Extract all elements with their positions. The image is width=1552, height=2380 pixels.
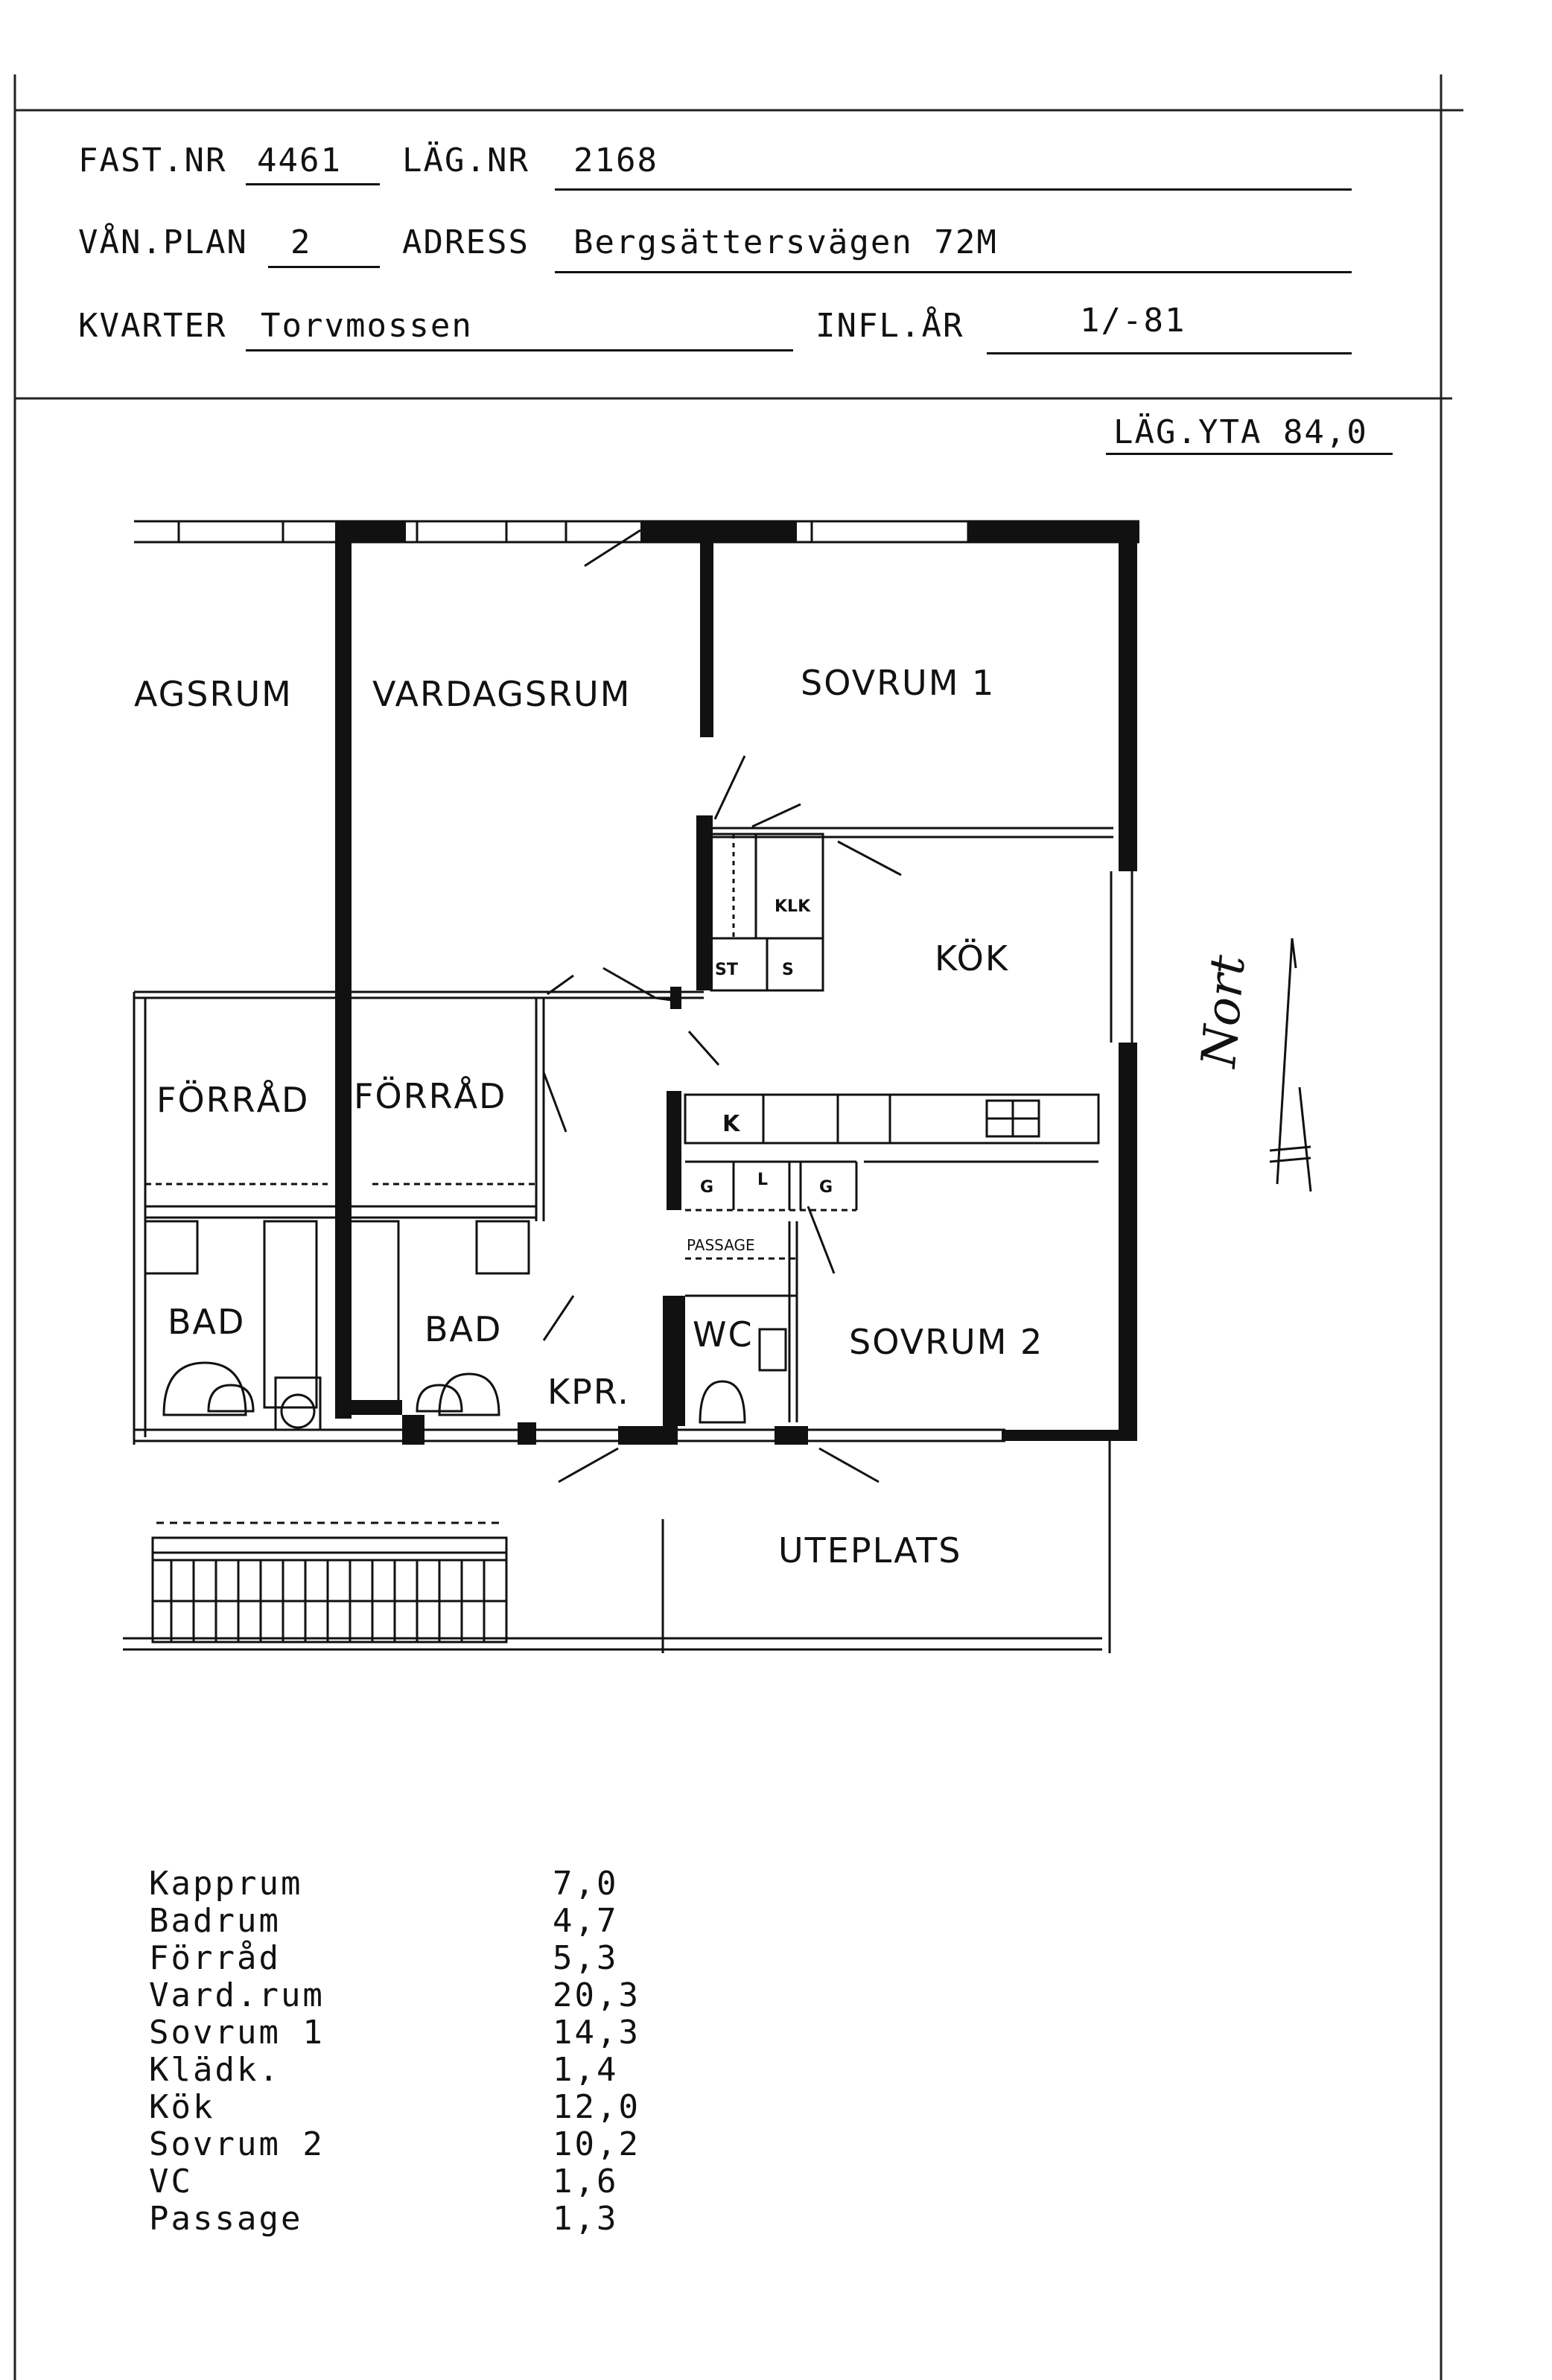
area-value: 7,0 (553, 1865, 619, 1903)
room-uteplats: UTEPLATS (778, 1530, 962, 1571)
area-name: VC (149, 2163, 193, 2201)
area-name: Sovrum 1 (149, 2014, 325, 2052)
cabinet-l: L (757, 1171, 769, 1189)
cabinet-k: K (722, 1111, 740, 1137)
kvarter-value: Torvmossen (261, 307, 473, 345)
infl-ar-label: INFL.ÅR (815, 307, 964, 345)
area-name: Kök (149, 2088, 215, 2126)
cabinet-st: ST (715, 961, 738, 979)
cabinet-g-2: G (819, 1178, 833, 1197)
room-vardagsrum: VARDAGSRUM (372, 674, 632, 714)
area-name: Badrum (149, 1902, 281, 1940)
cabinet-g-1: G (700, 1178, 714, 1197)
north-arrow-label: Nort (1192, 952, 1256, 1070)
lag-nr-label: LÄG.NR (402, 141, 529, 179)
van-plan-label: VÅN.PLAN (78, 223, 248, 261)
fast-nr-value: 4461 (257, 141, 342, 179)
area-value: 5,3 (553, 1939, 619, 1977)
area-value: 1,3 (553, 2200, 619, 2238)
area-value: 12,0 (553, 2088, 640, 2126)
room-bad-2: BAD (424, 1309, 503, 1349)
room-sovrum-2: SOVRUM 2 (849, 1322, 1044, 1362)
area-name: Klädk. (149, 2051, 281, 2089)
van-plan-value: 2 (290, 223, 312, 261)
area-value: 10,2 (553, 2125, 640, 2163)
area-value: 4,7 (553, 1902, 619, 1940)
area-value: 1,6 (553, 2163, 619, 2201)
room-sovrum-1: SOVRUM 1 (801, 663, 996, 703)
area-value: 20,3 (553, 1976, 640, 2014)
room-kpr: KPR. (547, 1372, 630, 1412)
area-name: Kapprum (149, 1865, 303, 1903)
room-forrad-2: FÖRRÅD (354, 1076, 507, 1116)
infl-ar-value: 1/-81 (1080, 302, 1186, 340)
cabinet-klk: KLK (775, 897, 811, 916)
room-bad-1: BAD (168, 1302, 246, 1342)
lag-nr-value: 2168 (573, 141, 658, 179)
area-table-names: Kapprum Badrum Förråd Vard.rum Sovrum 1 … (149, 1865, 325, 2238)
lag-yta: LÄG.YTA 84,0 (1113, 413, 1368, 451)
area-name: Vard.rum (149, 1976, 325, 2014)
area-name: Sovrum 2 (149, 2125, 325, 2163)
room-wc: WC (693, 1314, 754, 1355)
cabinet-s: S (782, 961, 794, 979)
adress-value: Bergsättersvägen 72M (573, 223, 998, 261)
area-value: 1,4 (553, 2051, 619, 2089)
area-value: 14,3 (553, 2014, 640, 2052)
kvarter-label: KVARTER (78, 307, 227, 345)
room-forrad-1: FÖRRÅD (156, 1080, 310, 1120)
area-table-values: 7,0 4,7 5,3 20,3 14,3 1,4 12,0 10,2 1,6 … (553, 1865, 640, 2238)
area-name: Passage (149, 2200, 303, 2238)
adress-label: ADRESS (402, 223, 529, 261)
room-passage: PASSAGE (687, 1236, 755, 1254)
fast-nr-label: FAST.NR (78, 141, 227, 179)
room-kok: KÖK (935, 938, 1010, 979)
room-agsrum: AGSRUM (134, 674, 293, 714)
area-name: Förråd (149, 1939, 281, 1977)
